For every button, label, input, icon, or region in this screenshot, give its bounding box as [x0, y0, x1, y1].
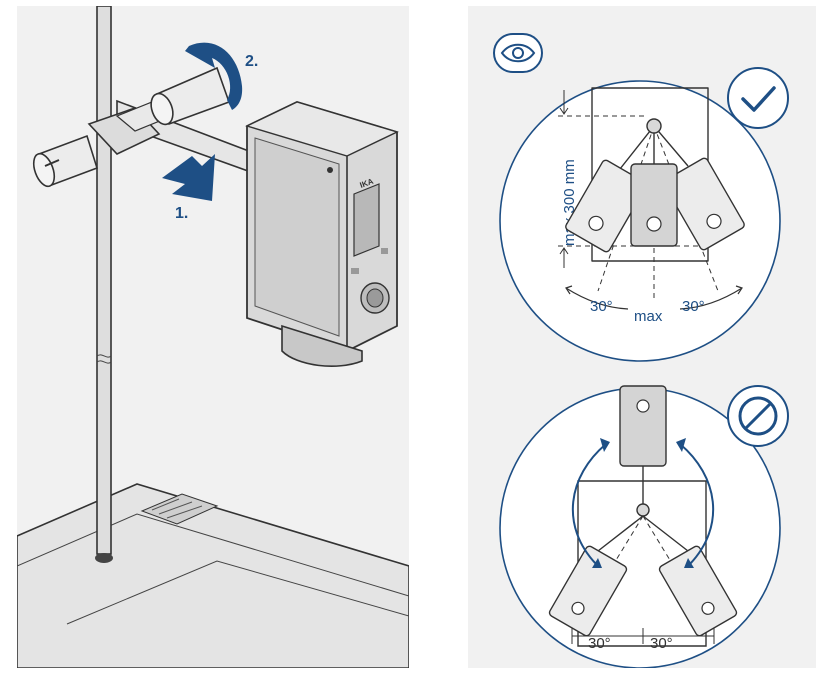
display-screen: [353, 183, 380, 257]
clamp-knob-left: [32, 134, 98, 188]
center-device: [630, 163, 678, 247]
stand-base: [17, 483, 409, 668]
installation-panel: IKA 1. 2.: [17, 6, 409, 668]
rotate-arrow-icon: [185, 42, 243, 110]
homogenizer-device: IKA: [245, 101, 399, 367]
clamp-knob-right: [150, 66, 231, 126]
allowed-position-diagram: max 300 mm 30°: [499, 80, 781, 362]
base-label-plate: [140, 493, 219, 525]
positions-illustration: max 300 mm 30°: [493, 33, 789, 668]
forbidden-position-diagram: 30° 30°: [499, 385, 781, 668]
bottom-angle-right: 30°: [650, 635, 673, 652]
forbidden-device-right: [658, 545, 738, 637]
stand-rod: [95, 6, 113, 563]
tilted-device-left: [565, 159, 647, 253]
tilted-device-right: [663, 157, 745, 251]
positions-panel: max 300 mm 30°: [468, 6, 816, 668]
upside-device: [619, 385, 667, 506]
forbidden-device-left: [548, 545, 628, 637]
step-2-label: 2.: [245, 53, 258, 70]
control-knob: [360, 282, 390, 314]
bottom-angle-left: 30°: [588, 635, 611, 652]
eye-icon: [493, 33, 543, 73]
top-angle-right: 30°: [682, 298, 705, 315]
step-1-label: 1.: [175, 205, 188, 222]
installation-illustration: IKA 1. 2.: [17, 6, 409, 668]
device-brand-label: IKA: [359, 177, 375, 190]
top-angle-left: 30°: [590, 298, 613, 315]
prohibited-icon: [727, 385, 789, 447]
check-icon: [727, 67, 789, 129]
top-angle-max: max: [634, 308, 663, 325]
push-arrow-icon: [162, 154, 215, 201]
